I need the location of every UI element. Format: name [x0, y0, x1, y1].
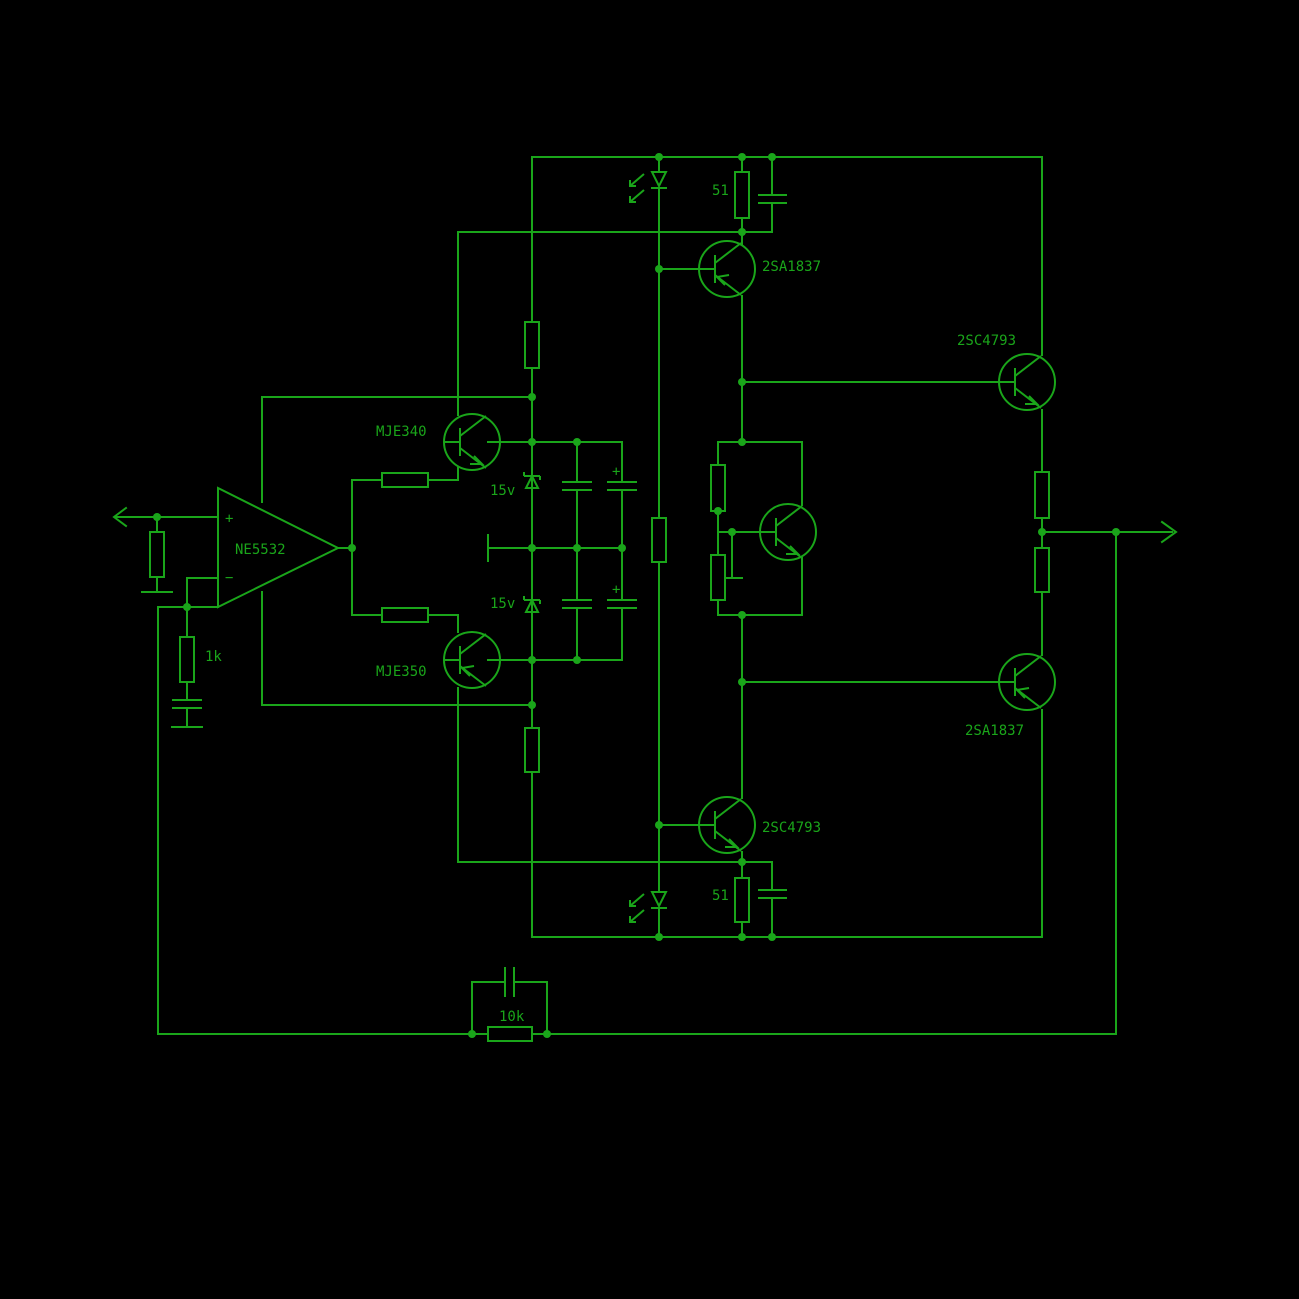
- transistor-2sa1837-out: [998, 653, 1056, 711]
- resistor-1k: [179, 636, 195, 683]
- label-2sc4793-pre: 2SC4793: [762, 820, 821, 836]
- wires: [112, 156, 1178, 1035]
- resistor-51-top: [734, 171, 750, 219]
- label-51-bottom: 51: [712, 888, 729, 904]
- resistor-rail-bottom: [524, 727, 540, 773]
- junction-dots: [153, 153, 1120, 1038]
- resistor-emitter-bottom: [1034, 547, 1050, 593]
- opamp-minus: −: [225, 570, 233, 586]
- capacitors: [172, 194, 787, 997]
- resistor-base-top: [381, 472, 429, 488]
- opamp-plus: +: [225, 511, 233, 527]
- resistors: [149, 171, 1050, 1042]
- led-bottom: [629, 891, 668, 923]
- label-mje340: MJE340: [376, 424, 427, 440]
- opamp: [217, 486, 341, 609]
- transistor-vbe: [759, 503, 817, 561]
- label-51-top: 51: [712, 183, 729, 199]
- transistor-2sc4793-pre: [698, 796, 756, 854]
- label-2sa1837-out: 2SA1837: [965, 723, 1024, 739]
- resistor-led-string: [651, 517, 667, 563]
- transistor-2sa1837-pre: [698, 240, 756, 298]
- cap-plus-bottom: +: [612, 582, 620, 598]
- resistor-vbe-pot: [710, 554, 726, 601]
- resistor-base-bottom: [381, 607, 429, 623]
- label-zener-top: 15v: [490, 483, 515, 499]
- label-2sa1837-pre: 2SA1837: [762, 259, 821, 275]
- zener-diodes: [523, 472, 541, 613]
- opamp-label: NE5532: [235, 542, 286, 558]
- resistor-10k: [487, 1026, 533, 1042]
- resistor-vbe-top: [710, 464, 726, 512]
- label-zener-bottom: 15v: [490, 596, 515, 612]
- cap-plus-top: +: [612, 464, 620, 480]
- label-2sc4793-out: 2SC4793: [957, 333, 1016, 349]
- label-10k: 10k: [499, 1009, 525, 1025]
- label-1k: 1k: [205, 649, 222, 665]
- resistor-emitter-top: [1034, 471, 1050, 519]
- resistor-51-bottom: [734, 877, 750, 923]
- resistor-rail-top: [524, 321, 540, 369]
- label-mje350: MJE350: [376, 664, 427, 680]
- resistor-input: [149, 531, 165, 578]
- led-top: [629, 171, 668, 203]
- transistor-2sc4793-out: [998, 353, 1056, 411]
